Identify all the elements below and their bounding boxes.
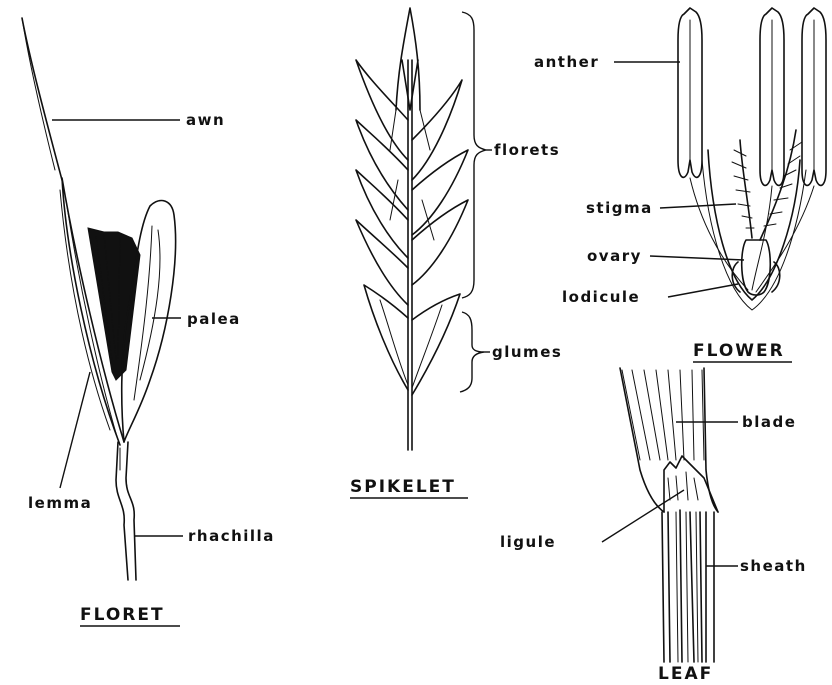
label-glumes: glumes — [492, 343, 562, 361]
label-blade: blade — [742, 413, 796, 431]
title-leaf: LEAF — [658, 664, 713, 684]
spikelet-axis — [408, 60, 412, 450]
leaf-blade — [622, 370, 704, 460]
flower-lodicule — [732, 262, 780, 292]
flower-figure — [678, 8, 826, 310]
label-lemma: lemma — [28, 494, 92, 512]
floret-rhachilla — [116, 442, 136, 580]
label-florets: florets — [494, 141, 560, 159]
label-awn: awn — [186, 111, 225, 129]
title-flower: FLOWER — [693, 341, 785, 361]
label-sheath: sheath — [740, 557, 807, 575]
leaf-ligule — [664, 456, 718, 512]
label-lodicule: lodicule — [562, 288, 640, 306]
spikelet-figure — [356, 8, 468, 450]
title-floret: FLORET — [80, 605, 165, 625]
label-palea: palea — [187, 310, 241, 328]
spikelet-glume — [364, 285, 408, 390]
label-rhachilla: rhachilla — [188, 527, 275, 545]
label-ligule: ligule — [500, 533, 556, 551]
leaf-figure — [620, 368, 718, 662]
floret-stamens — [88, 228, 140, 380]
flower-ovary — [742, 240, 771, 295]
label-stigma: stigma — [586, 199, 653, 217]
floret-awn — [22, 18, 62, 180]
label-ovary: ovary — [587, 247, 642, 265]
title-spikelet: SPIKELET — [350, 477, 456, 497]
label-anther: anther — [534, 53, 599, 71]
